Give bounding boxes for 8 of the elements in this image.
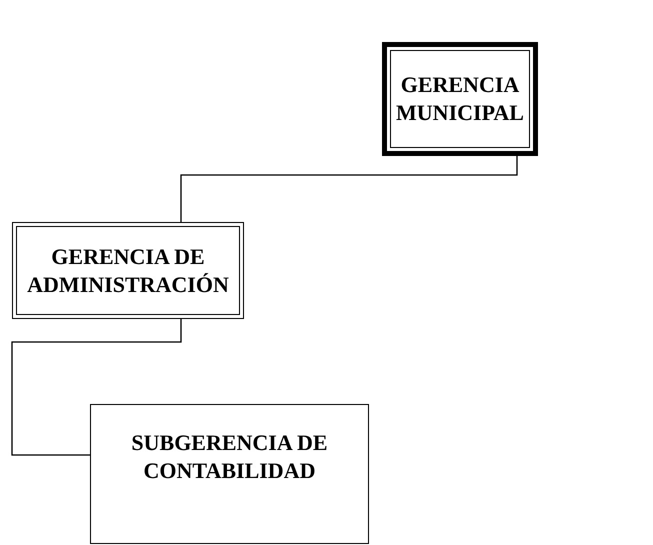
connector-line: [11, 319, 182, 456]
unit-title: GERENCIA DE ADMINISTRACIÓN: [26, 242, 230, 298]
org-box: [382, 42, 538, 156]
connector-line: [180, 156, 518, 222]
org-box: [90, 404, 369, 544]
org-box: [12, 222, 244, 319]
unit-title: SUBGERENCIA DE CONTABILIDAD: [130, 429, 329, 485]
unit-title: GERENCIA MUNICIPAL: [395, 71, 525, 127]
